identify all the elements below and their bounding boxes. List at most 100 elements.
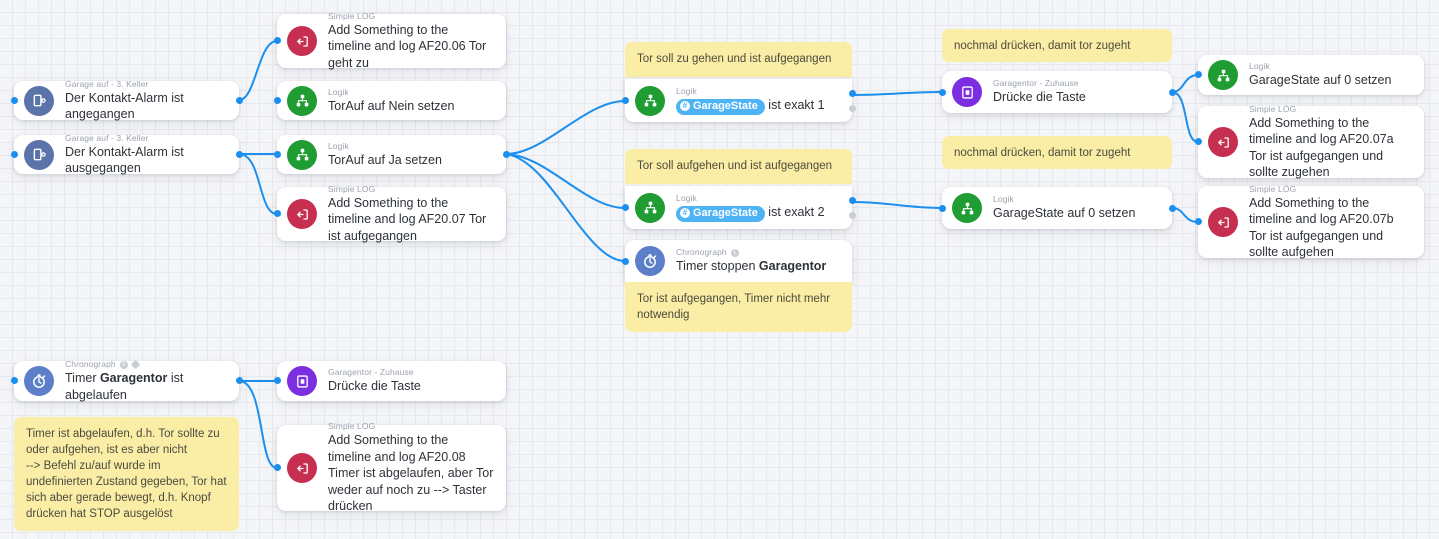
input-port[interactable] [273,210,281,217]
node-kicker: Simple LOG [1249,103,1297,114]
output-port-false[interactable] [848,212,856,219]
log-icon [1208,207,1238,237]
input-port[interactable] [1194,218,1202,225]
input-port[interactable] [273,37,281,44]
input-port[interactable] [273,464,281,471]
node-trigger-timer-abgelaufen[interactable]: Chronograph i Timer Garagentor ist abgel… [10,359,243,402]
door-contact-icon [24,85,54,116]
node-logic-torauf-nein[interactable]: Logik TorAuf auf Nein setzen [273,81,506,120]
node-log-af2007b[interactable]: Simple LOG Add Something to the timeline… [1194,183,1424,260]
output-port-true[interactable] [848,90,856,97]
input-port[interactable] [621,204,629,211]
output-port[interactable] [502,151,510,158]
node-logic-garagestate-0-mid[interactable]: Logik GarageState auf 0 setzen [938,187,1176,229]
stopwatch-icon [24,366,54,396]
logic-icon [952,193,982,223]
logic-icon [1208,60,1238,90]
node-kicker: Logik [993,194,1014,205]
stopwatch-icon [635,246,665,276]
logic-icon [287,85,317,116]
output-port-false[interactable] [848,105,856,112]
node-title: Drücke die Taste [328,379,421,394]
node-kicker: Simple LOG [328,421,376,432]
note-press-button-top: nochmal drücken, damit tor zugeht [942,29,1172,62]
tag-icon [130,359,141,370]
node-title: TorAuf auf Nein setzen [328,98,455,113]
node-kicker: Logik [676,193,697,204]
node-title: GarageState auf 0 setzen [993,206,1136,221]
node-title: TorAuf auf Ja setzen [328,152,442,167]
input-port[interactable] [1194,138,1202,145]
node-kicker: Logik [328,140,349,151]
node-title: Timer Garagentor ist abgelaufen [65,371,184,402]
node-kicker: Logik [1249,61,1270,72]
node-log-af2007a[interactable]: Simple LOG Add Something to the timeline… [1194,103,1424,180]
note-cond-garagestate-2: Tor soll aufgehen und ist aufgegangen [625,149,852,184]
node-kicker: Garagentor - Zuhause [328,367,414,378]
node-kicker: Logik [676,86,697,97]
output-port[interactable] [1168,89,1176,96]
node-cond-garagestate-1[interactable]: Logik #GarageState ist exakt 1 [621,79,856,122]
output-port[interactable] [235,97,243,104]
input-port[interactable] [938,89,946,96]
node-kicker: Garage auf - 3. Keller [65,78,149,89]
input-port[interactable] [10,377,18,384]
node-kicker: Simple LOG [328,183,376,194]
node-kicker: Garage auf - 3. Keller [65,132,149,143]
node-title: Drücke die Taste [993,90,1086,105]
output-port[interactable] [235,151,243,158]
node-title: Der Kontakt-Alarm ist ausgegangen [65,144,184,176]
input-port[interactable] [273,377,281,384]
node-title: Add Something to the timeline and log AF… [328,195,487,243]
node-title: GarageState auf 0 setzen [1249,73,1392,88]
note-timer-abgelaufen: Timer ist abgelaufen, d.h. Tor sollte zu… [14,417,239,531]
output-port[interactable] [235,377,243,384]
node-press-button-top[interactable]: Garagentor - Zuhause Drücke die Taste [938,71,1176,113]
node-trigger-kontakt-an[interactable]: Garage auf - 3. Keller Der Kontakt-Alarm… [10,78,243,122]
input-port[interactable] [10,151,18,158]
input-port[interactable] [273,97,281,104]
node-log-af2007[interactable]: Simple LOG Add Something to the timeline… [273,183,506,243]
node-kicker: Chronograph i [676,247,826,258]
button-press-icon [952,77,982,107]
info-icon: i [119,360,128,369]
node-title: #GarageState ist exakt 1 [676,97,825,115]
output-port-true[interactable] [848,197,856,204]
variable-chip[interactable]: #GarageState [676,98,765,115]
node-kicker: Chronograph i [65,359,227,370]
input-port[interactable] [273,151,281,158]
node-log-af2008[interactable]: Simple LOG Add Something to the timeline… [273,421,506,513]
node-trigger-kontakt-aus[interactable]: Garage auf - 3. Keller Der Kontakt-Alarm… [10,132,243,176]
node-timer-stop-garagentor[interactable]: Chronograph i Timer stoppen Garagentor [621,240,852,282]
node-log-af2006[interactable]: Simple LOG Add Something to the timeline… [273,10,506,70]
door-contact-icon [24,139,54,170]
node-title: Der Kontakt-Alarm ist angegangen [65,90,184,122]
node-logic-garagestate-0-right[interactable]: Logik GarageState auf 0 setzen [1194,55,1424,95]
note-logic-garagestate-0-mid: nochmal drücken, damit tor zugeht [942,136,1172,169]
output-port[interactable] [1168,205,1176,212]
node-logic-torauf-ja[interactable]: Logik TorAuf auf Ja setzen [273,135,510,174]
info-icon: i [730,248,739,257]
variable-symbol-icon: # [680,208,690,219]
log-icon [1208,127,1238,157]
log-icon [287,199,317,229]
input-port[interactable] [621,258,629,265]
node-press-button-bottom[interactable]: Garagentor - Zuhause Drücke die Taste [273,361,506,401]
node-cond-garagestate-2[interactable]: Logik #GarageState ist exakt 2 [621,186,856,229]
note-timer-stop: Tor ist aufgegangen, Timer nicht mehr no… [625,282,852,332]
node-kicker: Simple LOG [328,10,376,21]
variable-chip[interactable]: #GarageState [676,205,765,222]
node-title: Add Something to the timeline and log AF… [1249,115,1394,180]
logic-icon [287,139,317,170]
node-title: Add Something to the timeline and log AF… [1249,195,1394,260]
node-title: Add Something to the timeline and log AF… [328,22,487,70]
log-icon [287,453,317,483]
node-title: Add Something to the timeline and log AF… [328,433,494,514]
input-port[interactable] [621,97,629,104]
input-port[interactable] [10,97,18,104]
input-port[interactable] [1194,71,1202,78]
node-kicker: Simple LOG [1249,183,1297,194]
button-press-icon [287,366,317,396]
input-port[interactable] [938,205,946,212]
